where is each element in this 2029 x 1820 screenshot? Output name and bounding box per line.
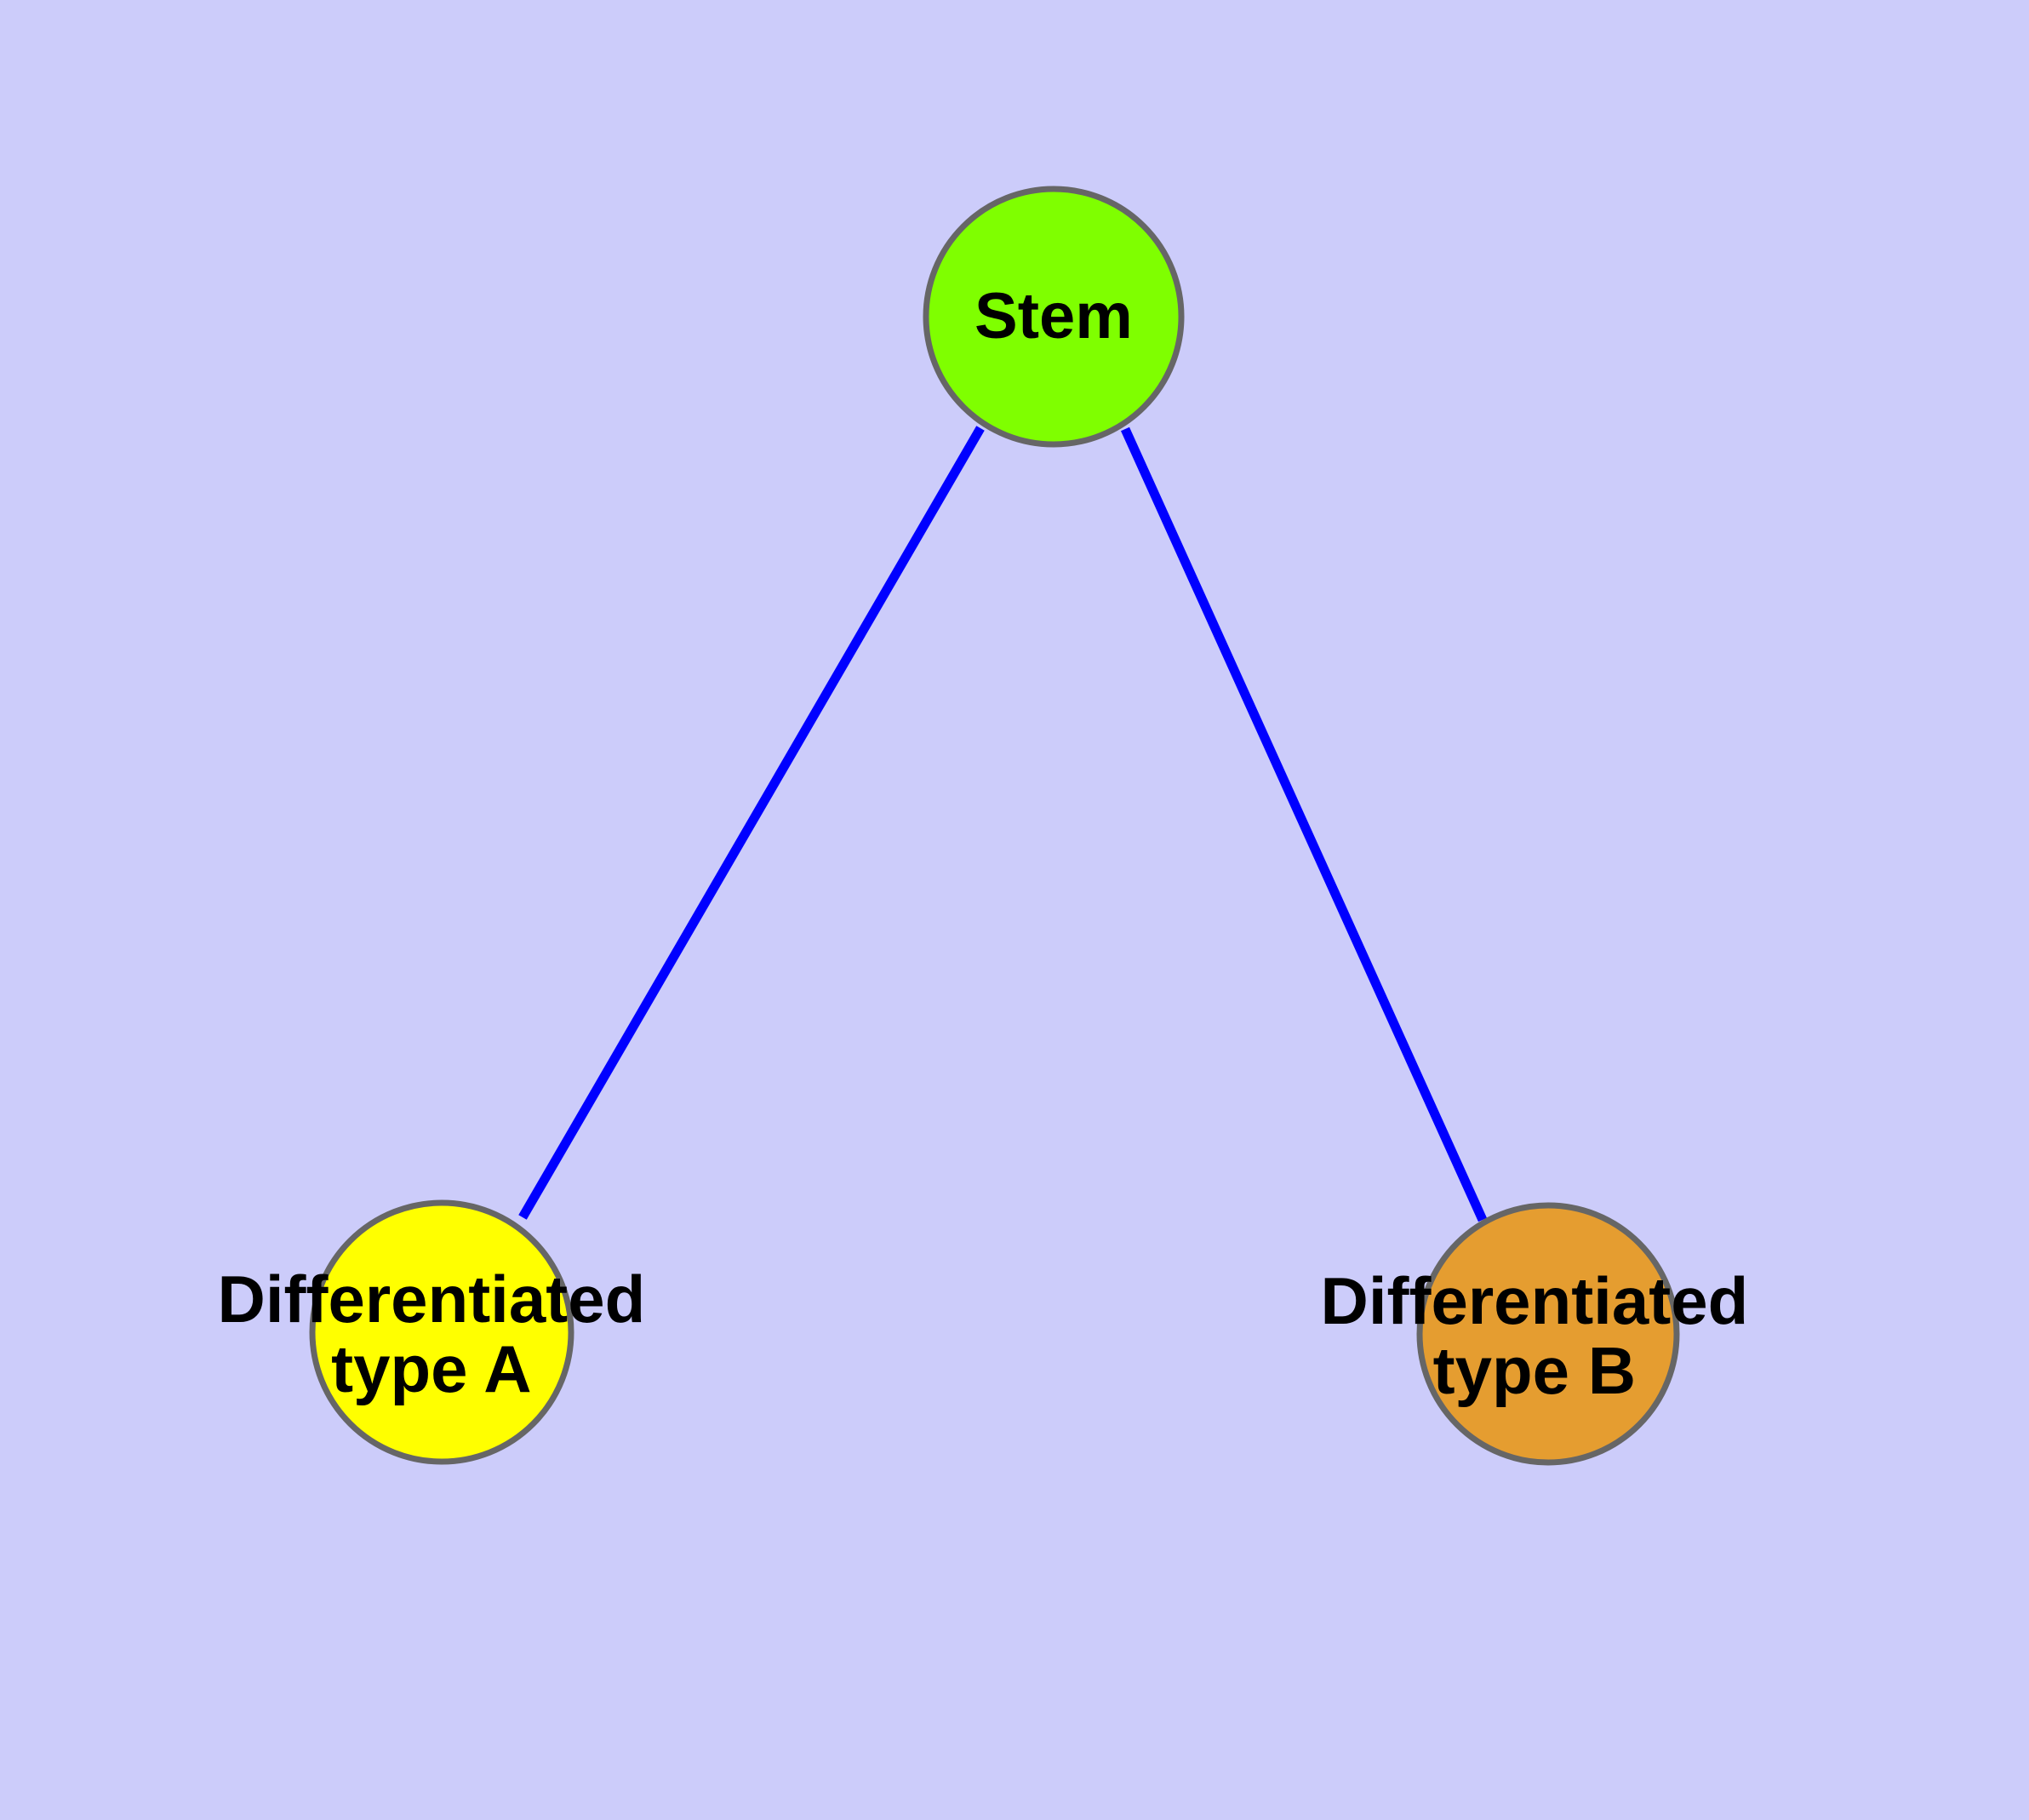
graph-node-stem[interactable]	[923, 186, 1185, 448]
nodes-layer	[309, 186, 1680, 1466]
edges-layer	[518, 426, 1488, 1222]
graph-edge-stem-to-diff_b[interactable]	[1120, 426, 1488, 1222]
graph-node-diff_a[interactable]	[309, 1199, 574, 1465]
graph-edge-stem-to-diff_a[interactable]	[518, 426, 985, 1220]
graph-node-diff_b[interactable]	[1416, 1202, 1680, 1466]
